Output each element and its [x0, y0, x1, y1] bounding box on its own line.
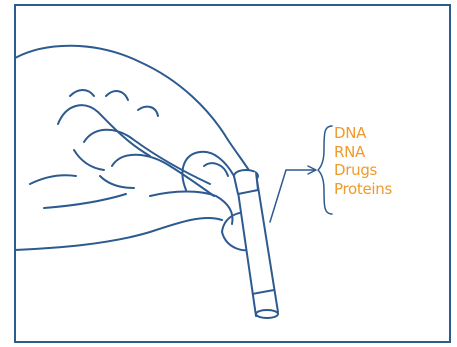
- wrist-outline: [15, 218, 222, 250]
- callout-line: [270, 126, 332, 222]
- hand-outline: [15, 46, 256, 182]
- sample-tube-icon: [234, 170, 278, 318]
- knuckle-line: [106, 91, 128, 100]
- palm-line: [44, 194, 126, 208]
- label-drugs: Drugs: [334, 161, 392, 180]
- label-rna: RNA: [334, 143, 392, 162]
- knuckle-line: [70, 90, 94, 96]
- finger-outline: [112, 155, 214, 196]
- thumb-nail: [204, 163, 228, 176]
- finger-crease: [74, 150, 104, 170]
- label-dna: DNA: [334, 124, 392, 143]
- label-proteins: Proteins: [334, 180, 392, 199]
- finger-crease: [100, 176, 134, 188]
- knuckle-line: [138, 107, 158, 116]
- contents-list: DNA RNA Drugs Proteins: [334, 124, 392, 198]
- palm-line: [30, 175, 76, 184]
